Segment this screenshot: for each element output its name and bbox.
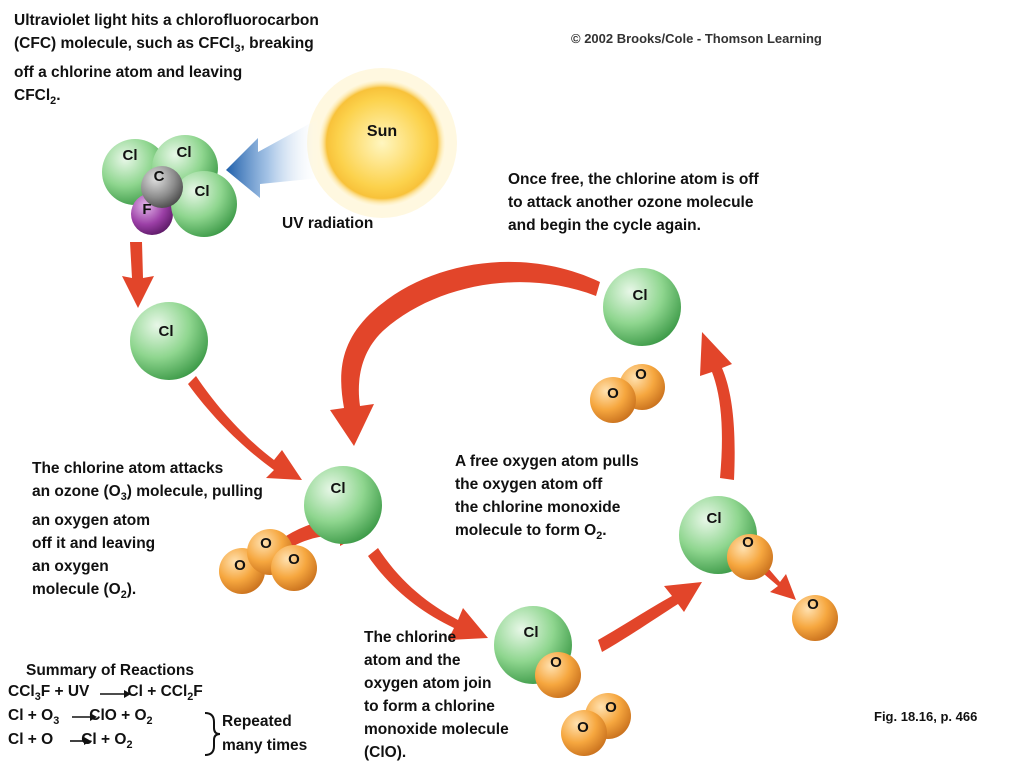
free-oxygen-atom	[792, 595, 838, 641]
atom-label: Cl	[331, 480, 346, 497]
reaction-1-right: Cl + CCl2F	[127, 683, 203, 704]
reaction-2-left: Cl + O3	[8, 707, 60, 728]
arrow-right-up	[700, 332, 735, 480]
caption-line: off a chlorine atom and leaving	[14, 64, 243, 82]
caption-line: A free oxygen atom pulls	[455, 453, 639, 470]
attacking-chlorine-atom	[304, 466, 382, 544]
arrow-clo-to-clo2	[598, 582, 702, 652]
arrow-cfc-to-cl	[122, 242, 154, 308]
caption-line: off it and leaving	[32, 535, 156, 553]
atom-label: Cl	[633, 287, 648, 304]
caption-line: monoxide molecule	[364, 721, 509, 738]
reaction-arrow-head	[84, 737, 91, 745]
ozone-oxygen-atom	[271, 545, 317, 591]
atom-label: F	[142, 201, 151, 218]
reaction-3-left: Cl + O	[8, 731, 54, 748]
atom-label: C	[154, 168, 165, 185]
repeated-line: many times	[222, 737, 308, 754]
caption-line: the chlorine monoxide	[455, 499, 621, 516]
repeated-line: Repeated	[222, 713, 292, 730]
atom-label: Cl	[177, 144, 192, 161]
caption-line: an oxygen	[32, 558, 109, 576]
clo-right-oxygen-atom	[727, 534, 773, 580]
caption-line: The chlorine atom attacks	[32, 460, 224, 477]
caption-line: oxygen atom join	[364, 675, 492, 692]
atom-label: Cl	[195, 183, 210, 200]
atom-label: O	[742, 534, 754, 551]
reaction-arrow-head	[124, 690, 131, 698]
sun-label: Sun	[367, 123, 397, 140]
atom-label: O	[635, 366, 647, 383]
copyright-notice: © 2002 Brooks/Cole - Thomson Learning	[571, 31, 822, 46]
caption-line: atom and the	[364, 652, 461, 669]
caption-line: the oxygen atom off	[455, 476, 603, 493]
caption-line: The chlorine	[364, 629, 457, 646]
figure-reference: Fig. 18.16, p. 466	[874, 709, 978, 724]
caption-line: and begin the cycle again.	[508, 217, 701, 234]
caption-line: (ClO).	[364, 744, 407, 761]
atom-label: O	[605, 699, 617, 716]
cfc-chlorine-atom	[171, 171, 237, 237]
atom-label: Cl	[707, 510, 722, 527]
reaction-1-left: CCl3F + UV	[8, 683, 90, 704]
caption-line: an ozone (O3) molecule, pulling	[32, 483, 263, 504]
cfc-carbon-atom	[141, 166, 183, 208]
reaction-2-right: ClO + O2	[89, 707, 153, 728]
atom-label: O	[288, 551, 300, 568]
o2-top-oxygen-atom	[590, 377, 636, 423]
atom-label: O	[234, 557, 246, 574]
caption-join-clo: The chlorine atom and the oxygen atom jo…	[364, 626, 509, 764]
caption-line: an oxygen atom	[32, 512, 150, 530]
atom-label: Cl	[159, 323, 174, 340]
atom-label: O	[807, 596, 819, 613]
caption-line: Ultraviolet light hits a chlorofluorocar…	[14, 12, 319, 29]
regenerated-chlorine-atom	[603, 268, 681, 346]
uv-radiation-label: UV radiation	[282, 215, 373, 232]
caption-line: to form a chlorine	[364, 698, 495, 715]
arrow-o-pull	[764, 568, 796, 600]
atom-label: Cl	[123, 147, 138, 164]
reaction-2: Cl + O3 ClO + O2	[8, 707, 153, 727]
arrow-attack-to-clo	[368, 548, 488, 640]
caption-line: Once free, the chlorine atom is off	[508, 171, 759, 188]
reaction-3: Cl + O Cl + O2	[8, 731, 133, 751]
caption-line: molecule to form O2.	[455, 522, 607, 543]
reaction-3-right: Cl + O2	[81, 731, 133, 752]
atom-label: O	[577, 719, 589, 736]
caption-line: molecule (O2).	[32, 581, 137, 602]
caption-line: (CFC) molecule, such as CFCl3, breaking	[14, 35, 314, 56]
arrow-cycle-arc	[330, 261, 600, 446]
free-chlorine-atom	[130, 302, 208, 380]
caption-uv-hits-cfc: Ultraviolet light hits a chlorofluorocar…	[14, 9, 319, 113]
atom-label: O	[550, 654, 562, 671]
reaction-arrow-head	[90, 713, 97, 721]
reaction-1: CCl3F + UV Cl + CCl2F	[8, 683, 203, 703]
caption-once-free: Once free, the chlorine atom is off to a…	[508, 168, 759, 237]
atom-label: Cl	[524, 624, 539, 641]
caption-line: to attack another ozone molecule	[508, 194, 754, 211]
atom-label: O	[607, 385, 619, 402]
atom-label: O	[260, 535, 272, 552]
o2-oxygen-atom	[561, 710, 607, 756]
caption-chlorine-attacks: The chlorine atom attacks an ozone (O3) …	[32, 457, 263, 607]
caption-line: CFCl2.	[14, 87, 61, 108]
repeat-brace	[204, 712, 221, 756]
arrow-cl-to-attack	[188, 376, 302, 480]
uv-radiation-arrow	[226, 118, 320, 198]
sun	[319, 80, 445, 206]
repeated-note: Repeated many times	[222, 710, 307, 758]
caption-free-oxygen: A free oxygen atom pulls the oxygen atom…	[455, 450, 639, 548]
clo-oxygen-atom	[535, 652, 581, 698]
summary-title: Summary of Reactions	[26, 662, 194, 679]
